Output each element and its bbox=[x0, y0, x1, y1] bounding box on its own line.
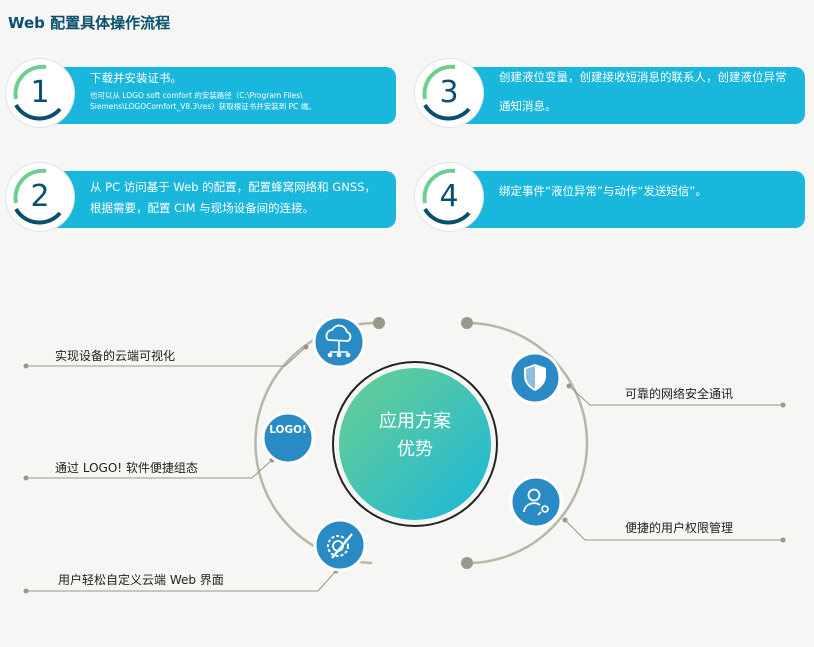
step-bar bbox=[453, 67, 805, 124]
step-2: 2 从 PC 访问基于 Web 的配置，配置蜂窝网络和 GNSS，根据需要，配置… bbox=[6, 163, 396, 231]
step-ring: 3 bbox=[415, 59, 483, 127]
center-label: 应用方案 优势 bbox=[340, 408, 490, 464]
step-text: 下载并安装证书。 bbox=[90, 71, 182, 85]
step-subtext: 也可以从 LOGO soft comfort 的安装路径（C:\Program … bbox=[90, 91, 316, 111]
page-title: Web 配置具体操作流程 bbox=[8, 14, 171, 32]
step-number: 1 bbox=[30, 75, 50, 110]
step-text: 绑定事件“液位异常”与动作“发送短信”。 bbox=[499, 184, 707, 198]
cloud-network-icon bbox=[312, 315, 366, 369]
shield-icon bbox=[508, 351, 562, 405]
connector-lines bbox=[26, 346, 783, 592]
step-bar bbox=[44, 171, 396, 228]
center-circle bbox=[339, 368, 491, 520]
step-ring: 4 bbox=[415, 163, 483, 231]
feature-permission: 便捷的用户权限管理 bbox=[625, 521, 734, 535]
step-bar bbox=[453, 171, 805, 228]
step-4: 4 绑定事件“液位异常”与动作“发送短信”。 bbox=[415, 163, 805, 231]
ring-end-dot bbox=[461, 557, 473, 569]
step-1: 1 下载并安装证书。 也可以从 LOGO soft comfort 的安装路径（… bbox=[6, 59, 396, 127]
step-number: 4 bbox=[439, 179, 459, 214]
center-outline bbox=[332, 361, 498, 527]
feature-logo: 通过 LOGO! 软件便捷组态 bbox=[55, 461, 198, 475]
step-ring: 1 bbox=[6, 59, 74, 127]
step-number: 3 bbox=[439, 75, 459, 110]
step-number: 2 bbox=[30, 179, 50, 214]
logo-label: LOGO! bbox=[269, 424, 307, 436]
gear-pen-icon bbox=[313, 518, 367, 572]
center-line-2: 优势 bbox=[397, 439, 433, 460]
ring-end-dot bbox=[461, 317, 473, 329]
logo-badge-icon bbox=[261, 411, 315, 465]
feature-cloud: 实现设备的云端可视化 bbox=[55, 349, 176, 363]
step-text: 从 PC 访问基于 Web 的配置，配置蜂窝网络和 GNSS，根据需要，配置 C… bbox=[90, 180, 376, 215]
ring-end-dot bbox=[373, 317, 385, 329]
step-3: 3 创建液位变量，创建接收短消息的联系人，创建液位异常通知消息。 bbox=[415, 59, 805, 127]
user-key-icon bbox=[509, 475, 563, 529]
feature-custom: 用户轻松自定义云端 Web 界面 bbox=[58, 573, 224, 587]
feature-security: 可靠的网络安全通讯 bbox=[625, 387, 734, 401]
step-bar bbox=[44, 67, 396, 124]
step-ring: 2 bbox=[6, 163, 74, 231]
center-line-1: 应用方案 bbox=[379, 411, 451, 432]
step-text: 创建液位变量，创建接收短消息的联系人，创建液位异常通知消息。 bbox=[499, 70, 787, 113]
